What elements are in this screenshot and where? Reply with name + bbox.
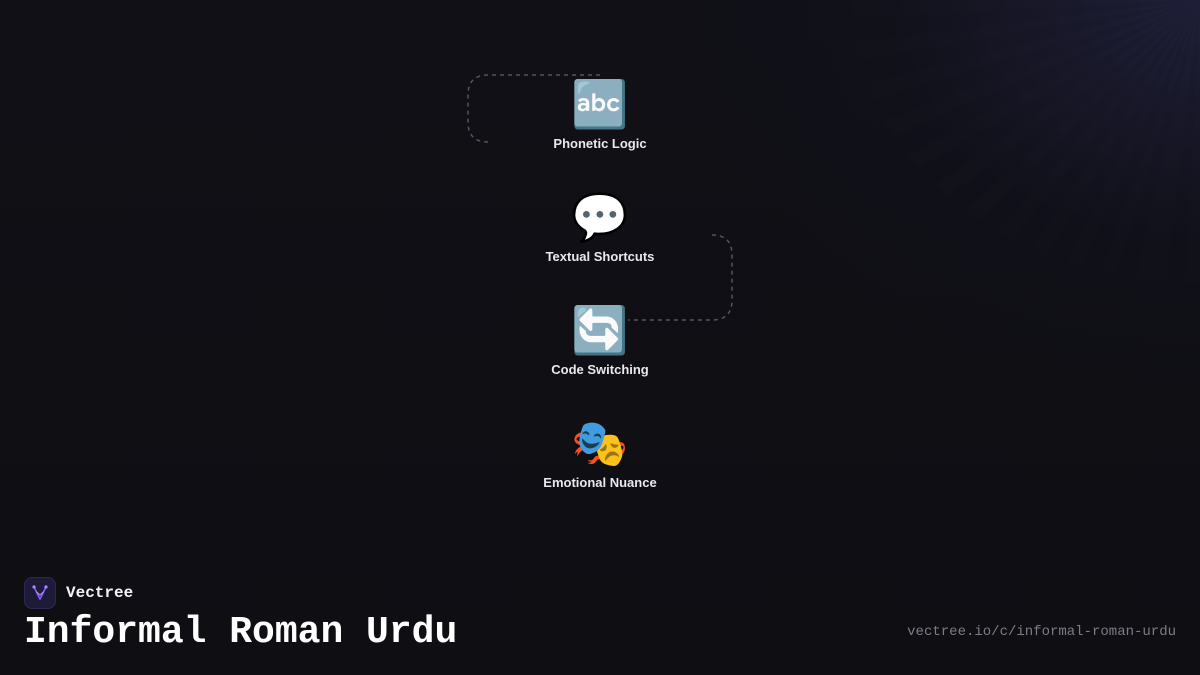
brand[interactable]: Vectree bbox=[24, 577, 133, 609]
node-label: Emotional Nuance bbox=[543, 475, 657, 490]
node-code-switching[interactable]: 🔄 Code Switching bbox=[500, 302, 700, 377]
node-emotional-nuance[interactable]: 🎭 Emotional Nuance bbox=[500, 415, 700, 490]
theater-masks-icon: 🎭 bbox=[571, 416, 629, 470]
node-label: Textual Shortcuts bbox=[545, 249, 655, 264]
node-label: Phonetic Logic bbox=[553, 136, 647, 151]
node-phonetic-logic[interactable]: 🔤 Phonetic Logic bbox=[500, 76, 700, 151]
abc-letters-icon: 🔤 bbox=[571, 77, 629, 131]
page-url[interactable]: vectree.io/c/informal-roman-urdu bbox=[907, 624, 1176, 640]
vectree-logo-icon bbox=[24, 577, 56, 609]
node-label: Code Switching bbox=[551, 362, 649, 377]
arrows-cycle-icon: 🔄 bbox=[571, 303, 629, 357]
brand-name: Vectree bbox=[66, 584, 134, 602]
speech-bubble-icon: 💬 bbox=[571, 190, 629, 244]
page-title: Informal Roman Urdu bbox=[24, 611, 458, 654]
node-textual-shortcuts[interactable]: 💬 Textual Shortcuts bbox=[500, 189, 700, 264]
